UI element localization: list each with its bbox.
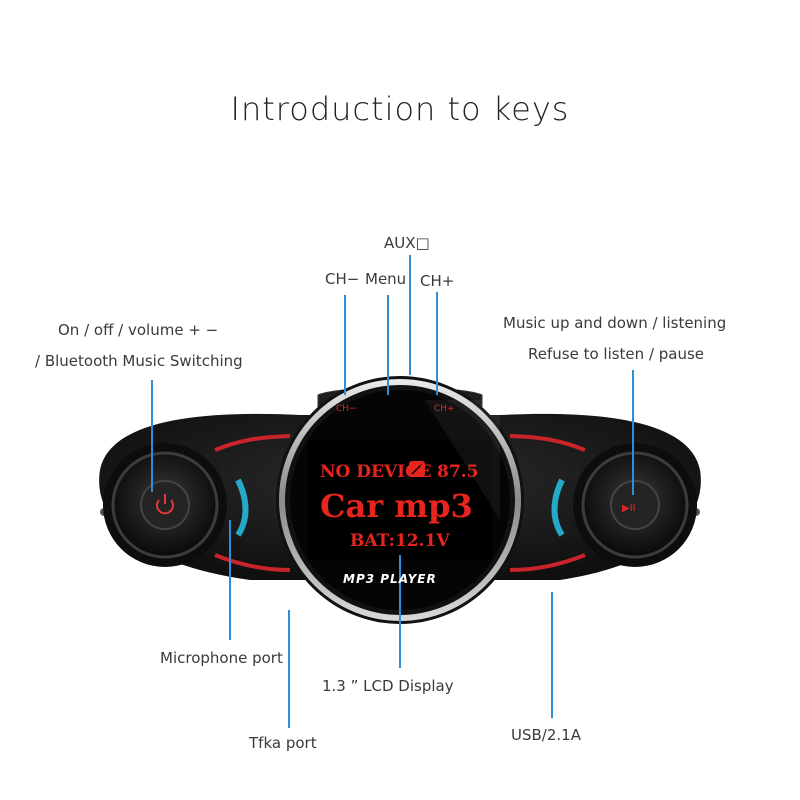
label-power-line2: / Bluetooth Music Switching xyxy=(35,352,243,370)
label-microphone-port: Microphone port xyxy=(160,649,283,667)
page-title: Introduction to keys xyxy=(230,90,570,128)
power-icon xyxy=(156,494,174,515)
label-power-line1: On / off / volume + − xyxy=(58,321,219,339)
label-music-line2: Refuse to listen / pause xyxy=(528,345,705,363)
lcd-no-device: NO DEVICE xyxy=(320,462,432,482)
lcd-battery: BAT:12.1V xyxy=(350,531,450,551)
mp3-player-badge: MP3 PLAYER xyxy=(343,572,437,586)
lcd-frequency: 87.5 xyxy=(437,462,479,482)
label-usb: USB/2.1A xyxy=(511,726,581,744)
label-aux: AUX□ xyxy=(384,234,430,252)
pointer-lines xyxy=(151,255,634,728)
label-menu: Menu xyxy=(365,270,407,288)
label-tf-port: Tfka port xyxy=(249,734,317,752)
label-music-line1: Music up and down / listening xyxy=(503,314,727,332)
button-ch-plus-label: CH+ xyxy=(434,404,455,414)
lcd-bezel xyxy=(276,376,524,624)
label-ch-plus: CH+ xyxy=(420,272,455,290)
label-lcd-display: 1.3 ” LCD Display xyxy=(322,677,454,695)
bluetooth-phone-icon xyxy=(409,461,425,477)
label-ch-minus: CH− xyxy=(325,270,360,288)
play-pause-knob xyxy=(573,443,697,567)
power-knob xyxy=(103,443,227,567)
lcd-car-mp3: Car mp3 xyxy=(320,487,473,525)
play-pause-icon: ▶II xyxy=(622,503,636,514)
button-ch-minus-label: CH− xyxy=(336,404,357,414)
